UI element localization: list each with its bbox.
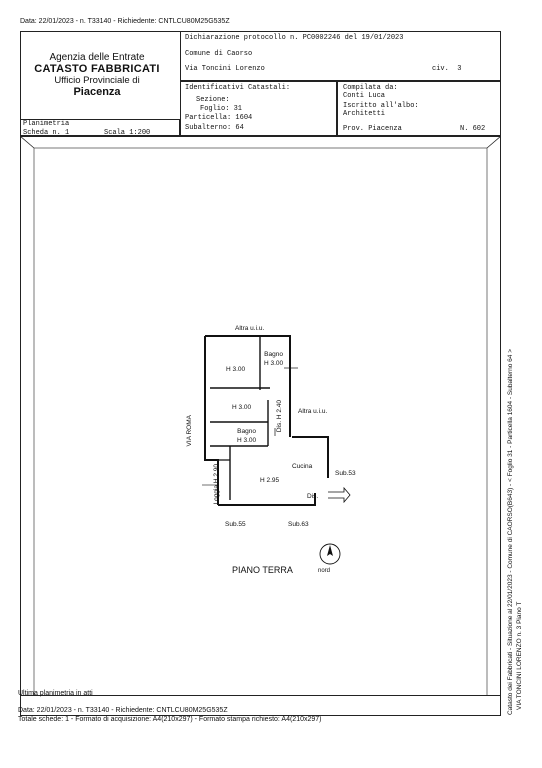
civ-label: civ. bbox=[432, 65, 449, 73]
right-vertical-line1: Catasto dei Fabbricati - Situazione al 2… bbox=[507, 348, 514, 715]
planimetria-title: Planimetria bbox=[23, 120, 70, 128]
albo-value: Architetti bbox=[343, 110, 386, 118]
altra-uiu-right: Altra u.i.u. bbox=[298, 408, 328, 415]
bagno1: Bagno H 3.00 bbox=[264, 350, 283, 368]
planimetria-box bbox=[20, 119, 180, 136]
prov-label: Prov. bbox=[343, 125, 365, 133]
identificativi-title: Identificativi Catastali: bbox=[185, 84, 291, 92]
altra-uiu-top: Altra u.i.u. bbox=[235, 325, 265, 332]
piano-label: PIANO TERRA bbox=[232, 565, 293, 575]
sub53: Sub.53 bbox=[335, 470, 356, 477]
prov-value: Piacenza bbox=[368, 125, 402, 133]
scheda-label: Scheda n. bbox=[23, 129, 61, 137]
wall-cucina-right bbox=[292, 436, 329, 478]
foglio-label: Foglio: bbox=[200, 105, 230, 113]
compilata-name: Conti Luca bbox=[343, 92, 386, 100]
compass-icon bbox=[319, 543, 341, 565]
agency-block: Agenzia delle Entrate CATASTO FABBRICATI… bbox=[22, 52, 172, 98]
bagno2-label: Bagno bbox=[237, 428, 256, 435]
del-label: del bbox=[344, 34, 358, 42]
scheda-value: 1 bbox=[65, 129, 70, 137]
scheda-row: Scheda n. 1 bbox=[23, 129, 69, 137]
entry-arrow bbox=[328, 486, 351, 504]
bagno2-height: H 3.00 bbox=[237, 437, 257, 444]
bagno2: Bagno H 3.00 bbox=[237, 427, 256, 445]
wall-bottom bbox=[218, 493, 316, 506]
bagno1-label: Bagno bbox=[264, 351, 283, 358]
subalterno-value: 64 bbox=[235, 124, 244, 132]
foglio-row: Foglio: 31 bbox=[200, 105, 242, 113]
loggia-label: Loggia bbox=[213, 484, 220, 505]
sub63: Sub.63 bbox=[288, 521, 309, 528]
comune: Comune di Caorso bbox=[185, 50, 253, 58]
totale-schede: Totale schede: 1 - Formato di acquisizio… bbox=[18, 716, 322, 723]
compilata-box bbox=[337, 81, 501, 136]
agency-name: Agenzia delle Entrate bbox=[49, 52, 145, 63]
via-roma: VIA ROMA bbox=[186, 415, 193, 447]
declaration-box bbox=[180, 31, 501, 81]
ultima-planimetria: Ultima planimetria in atti bbox=[18, 690, 93, 697]
identificativi-box bbox=[180, 81, 337, 136]
sezione-label: Sezione: bbox=[196, 96, 230, 104]
albo-label: Iscritto all'albo: bbox=[343, 102, 419, 110]
declaration-label: Dichiarazione protocollo n. bbox=[185, 34, 299, 42]
dis-corridor: Dis. H 2.40 bbox=[276, 400, 283, 432]
nord-label: nord bbox=[318, 568, 331, 574]
frame-diagonals bbox=[20, 136, 501, 696]
sub55: Sub.55 bbox=[225, 521, 246, 528]
declaration-line: Dichiarazione protocollo n. PC0002246 de… bbox=[185, 34, 403, 42]
scala-value: 1:200 bbox=[129, 129, 151, 137]
office-city: Piacenza bbox=[73, 86, 121, 98]
floor-plan bbox=[202, 335, 351, 506]
civ-value: 3 bbox=[457, 65, 462, 73]
scala-label: Scala bbox=[104, 129, 126, 137]
dis-entry: Dis. bbox=[307, 493, 319, 500]
protocol-number: PC0002246 bbox=[302, 34, 341, 42]
street-address: Via Toncini Lorenzo bbox=[185, 65, 265, 73]
request-info-bottom: Data: 22/01/2023 - n. T33140 - Richieden… bbox=[18, 707, 228, 714]
right-vertical-line2: VIA TONCINI LORENZO n. 3 Piano T bbox=[516, 601, 523, 710]
wall-top bbox=[205, 335, 291, 350]
room2-height: H 3.00 bbox=[232, 404, 252, 411]
albo-number-row: N. 602 bbox=[460, 125, 485, 133]
particella-row: Particella: 1604 bbox=[185, 114, 252, 122]
bagno1-height: H 3.00 bbox=[264, 360, 284, 367]
loggia-height: H 2.90 bbox=[213, 464, 220, 484]
particella-value: 1604 bbox=[235, 114, 253, 122]
cucina-height: H 2.95 bbox=[260, 477, 280, 484]
office-label: Ufficio Provinciale di bbox=[54, 75, 140, 86]
foglio-value: 31 bbox=[233, 105, 243, 113]
dis-corridor-label: Dis. bbox=[276, 420, 283, 433]
cucina-label: Cucina bbox=[292, 463, 313, 470]
loggia: Loggia H 2.90 bbox=[213, 464, 220, 505]
n-value: 602 bbox=[472, 125, 486, 133]
drawing-area bbox=[20, 136, 501, 696]
civic-number: civ. 3 bbox=[432, 65, 461, 73]
compilata-label: Compilata da: bbox=[343, 84, 398, 92]
n-label: N. bbox=[460, 125, 469, 133]
particella-label: Particella: bbox=[185, 114, 232, 122]
declaration-date: 19/01/2023 bbox=[361, 34, 404, 42]
dis-corridor-height: H 2.40 bbox=[276, 400, 283, 420]
scala-row: Scala 1:200 bbox=[104, 129, 150, 137]
prov-row: Prov. Piacenza bbox=[343, 125, 402, 133]
subalterno-row: Subalterno: 64 bbox=[185, 124, 244, 132]
catasto-title: CATASTO FABBRICATI bbox=[34, 63, 160, 75]
request-info-top: Data: 22/01/2023 - n. T33140 - Richieden… bbox=[20, 18, 230, 25]
room1-height: H 3.00 bbox=[226, 366, 246, 373]
subalterno-label: Subalterno: bbox=[185, 124, 232, 132]
